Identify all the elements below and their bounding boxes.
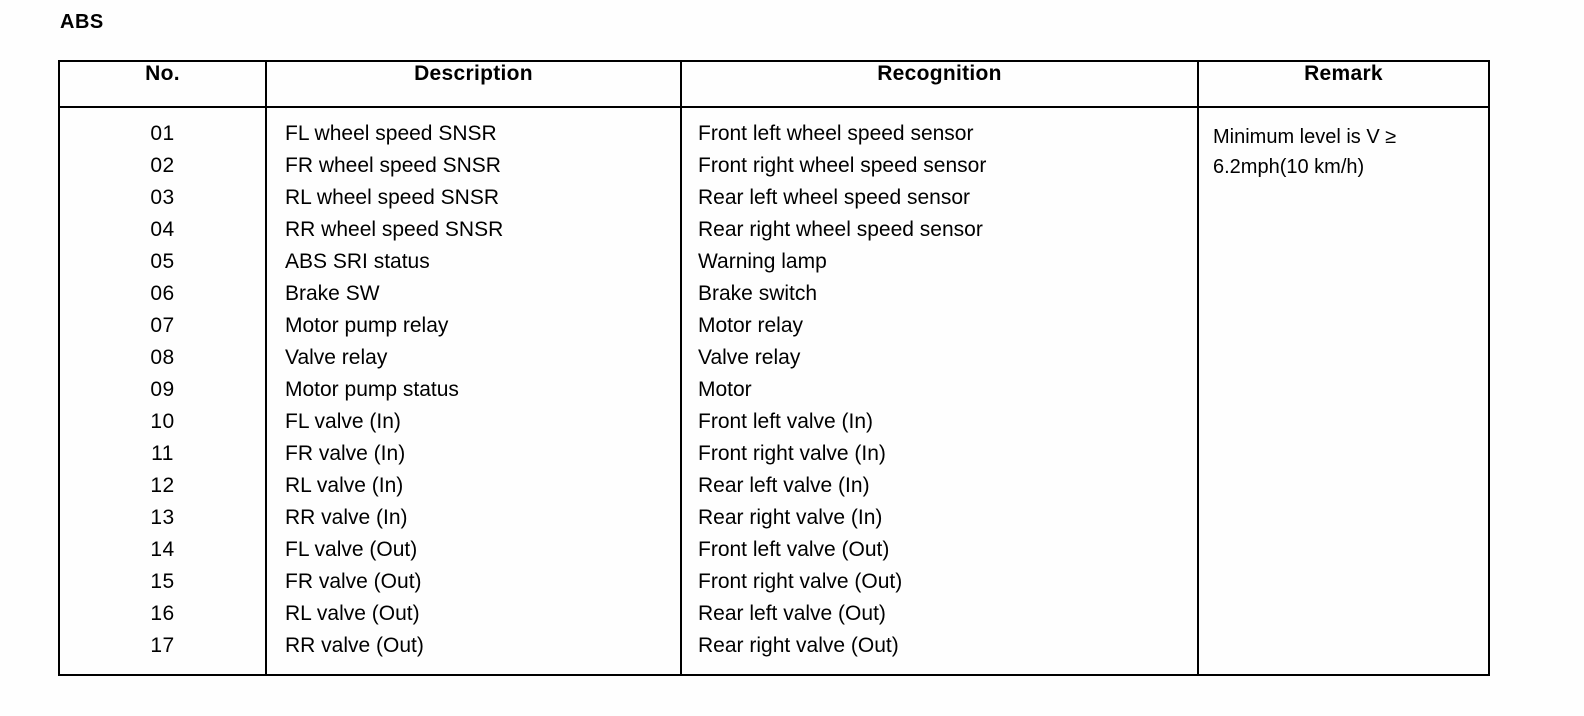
row-no: 04 [150, 218, 175, 241]
row-no: 14 [150, 538, 175, 561]
remark-line-2: 6.2mph(10 km/h) [1213, 156, 1365, 178]
row-description: FL wheel speed SNSR [285, 122, 497, 145]
row-no: 07 [150, 314, 175, 337]
row-description: FL valve (In) [285, 410, 401, 433]
table-header: No. Description Recognition Remark [58, 60, 1490, 108]
row-no: 17 [150, 634, 175, 657]
row-recognition: Front left wheel speed sensor [698, 122, 974, 145]
remark-note: Minimum level is V ≥ 6.2mph(10 km/h) [1199, 108, 1488, 182]
row-no: 08 [150, 346, 175, 369]
column-header-recognition: Recognition [680, 60, 1199, 108]
row-description: Valve relay [285, 346, 388, 369]
row-no: 11 [151, 442, 174, 465]
row-recognition: Rear right valve (Out) [698, 634, 899, 657]
row-description: RR valve (In) [285, 506, 408, 529]
row-description: FL valve (Out) [285, 538, 418, 561]
row-recognition: Front left valve (In) [698, 410, 874, 433]
row-recognition: Warning lamp [698, 250, 827, 273]
row-description: Motor pump relay [285, 314, 449, 337]
row-recognition: Motor relay [698, 314, 804, 337]
row-recognition: Rear right valve (In) [698, 506, 883, 529]
row-no: 10 [150, 410, 175, 433]
column-remark-cell: Minimum level is V ≥ 6.2mph(10 km/h) [1197, 106, 1490, 676]
column-no-cell: 01 02 03 04 05 06 07 08 09 10 11 12 13 14 15 16 17 [58, 106, 267, 676]
table-header-row: No. Description Recognition Remark [58, 60, 1490, 108]
row-no: 12 [150, 474, 175, 497]
row-description: ABS SRI status [285, 250, 430, 273]
row-no: 16 [150, 602, 175, 625]
page-title: ABS [60, 11, 104, 33]
row-description: RR wheel speed SNSR [285, 218, 504, 241]
row-description: Brake SW [285, 282, 380, 305]
row-recognition: Front right wheel speed sensor [698, 154, 987, 177]
row-recognition: Rear right wheel speed sensor [698, 218, 983, 241]
row-description: Motor pump status [285, 378, 459, 401]
column-header-no: No. [58, 60, 267, 108]
row-recognition: Brake switch [698, 282, 818, 305]
table-body-row: 01 02 03 04 05 06 07 08 09 10 11 12 13 14 15 16 17 FL wh… [58, 106, 1490, 676]
row-no: 15 [150, 570, 175, 593]
row-recognition: Rear left wheel speed sensor [698, 186, 970, 209]
row-description: RR valve (Out) [285, 634, 424, 657]
row-no: 09 [150, 378, 175, 401]
row-recognition: Valve relay [698, 346, 801, 369]
description-list: FL wheel speed SNSR FR wheel speed SNSR RL… [267, 108, 680, 674]
row-no: 05 [150, 250, 175, 273]
row-recognition: Rear left valve (In) [698, 474, 870, 497]
column-description-cell: FL wheel speed SNSR FR wheel speed SNSR RL… [265, 106, 682, 676]
row-no: 01 [150, 122, 175, 145]
column-header-description: Description [265, 60, 682, 108]
remark-line-1: Minimum level is V ≥ [1213, 126, 1397, 148]
row-description: RL valve (Out) [285, 602, 420, 625]
row-no: 13 [150, 506, 175, 529]
table-body: 01 02 03 04 05 06 07 08 09 10 11 12 13 14 15 16 17 FL wh… [58, 106, 1490, 676]
row-no: 03 [150, 186, 175, 209]
row-no: 06 [150, 282, 175, 305]
row-recognition: Front left valve (Out) [698, 538, 890, 561]
row-recognition: Front right valve (Out) [698, 570, 903, 593]
row-description: FR wheel speed SNSR [285, 154, 501, 177]
row-description: FR valve (In) [285, 442, 406, 465]
row-description: RL valve (In) [285, 474, 404, 497]
no-list: 01 02 03 04 05 06 07 08 09 10 11 12 13 14 15 16 17 [60, 108, 265, 674]
row-recognition: Front right valve (In) [698, 442, 886, 465]
row-description: FR valve (Out) [285, 570, 422, 593]
row-description: RL wheel speed SNSR [285, 186, 499, 209]
row-recognition: Motor [698, 378, 752, 401]
row-no: 02 [150, 154, 175, 177]
column-header-remark: Remark [1197, 60, 1490, 108]
row-recognition: Rear left valve (Out) [698, 602, 886, 625]
